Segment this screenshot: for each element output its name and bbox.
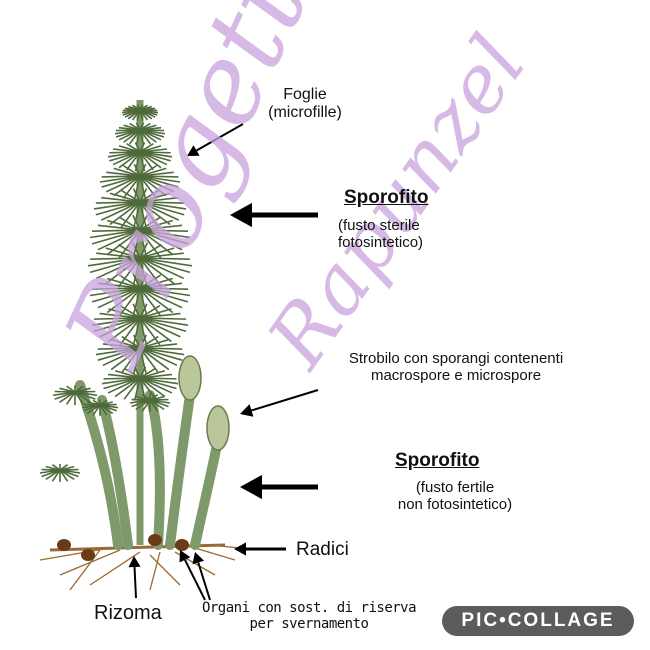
- side-leaf-whorl: [40, 464, 80, 482]
- label-sporofito-fertile-title: Sporofito: [395, 450, 479, 472]
- label-organi-line2: per svernamento: [200, 616, 418, 632]
- roots-group: [40, 545, 240, 590]
- root-strand: [90, 552, 140, 585]
- arrow-sporofito-sterile: [230, 203, 318, 227]
- arrow-sporofito-fertile: [240, 475, 318, 499]
- label-organi-line1: Organi con sost. di riserva: [200, 600, 418, 616]
- label-sporofito-fertile-line1: (fusto fertile: [380, 479, 530, 496]
- root-strand: [150, 552, 160, 590]
- side-leaf-whorl: [130, 394, 170, 412]
- label-foglie-title: Foglie: [250, 86, 360, 104]
- label-rizoma: Rizoma: [94, 602, 162, 625]
- arrow-strobilo: [240, 390, 318, 417]
- arrow-radici: [234, 542, 286, 555]
- label-strobilo-line2: macrospore e microspore: [300, 367, 612, 384]
- tuber: [81, 549, 95, 561]
- tuber: [175, 539, 189, 551]
- label-sporofito-sterile-line2: fotosintetico): [338, 234, 423, 251]
- pic-collage-badge: PIC•COLLAGE: [442, 606, 634, 636]
- root-strand: [150, 555, 180, 585]
- fertile-stem-2: [195, 440, 218, 545]
- label-foglie-sub: (microfille): [250, 104, 360, 122]
- label-strobilo: Strobilo con sporangi contenenti macrosp…: [300, 350, 612, 385]
- label-sporofito-fertile-desc: (fusto fertile non fotosintetico): [380, 479, 530, 514]
- tuber: [148, 534, 162, 546]
- strobilus: [207, 406, 229, 450]
- label-foglie: Foglie (microfille): [250, 86, 360, 123]
- tuber: [57, 539, 71, 551]
- fertile-stem-1: [170, 395, 190, 545]
- label-sporofito-sterile-line1: (fusto sterile: [338, 217, 423, 234]
- label-sporofito-fertile-line2: non fotosintetico): [380, 496, 530, 513]
- strobilus: [179, 356, 201, 400]
- label-sporofito-sterile-desc: (fusto sterile fotosintetico): [338, 217, 423, 252]
- label-strobilo-line1: Strobilo con sporangi contenenti: [300, 350, 612, 367]
- arrow-rizoma: [128, 556, 140, 598]
- label-radici: Radici: [296, 539, 349, 561]
- label-sporofito-sterile-title: Sporofito: [344, 187, 428, 209]
- label-organi: Organi con sost. di riserva per svername…: [200, 600, 418, 632]
- side-stem-center: [150, 395, 160, 545]
